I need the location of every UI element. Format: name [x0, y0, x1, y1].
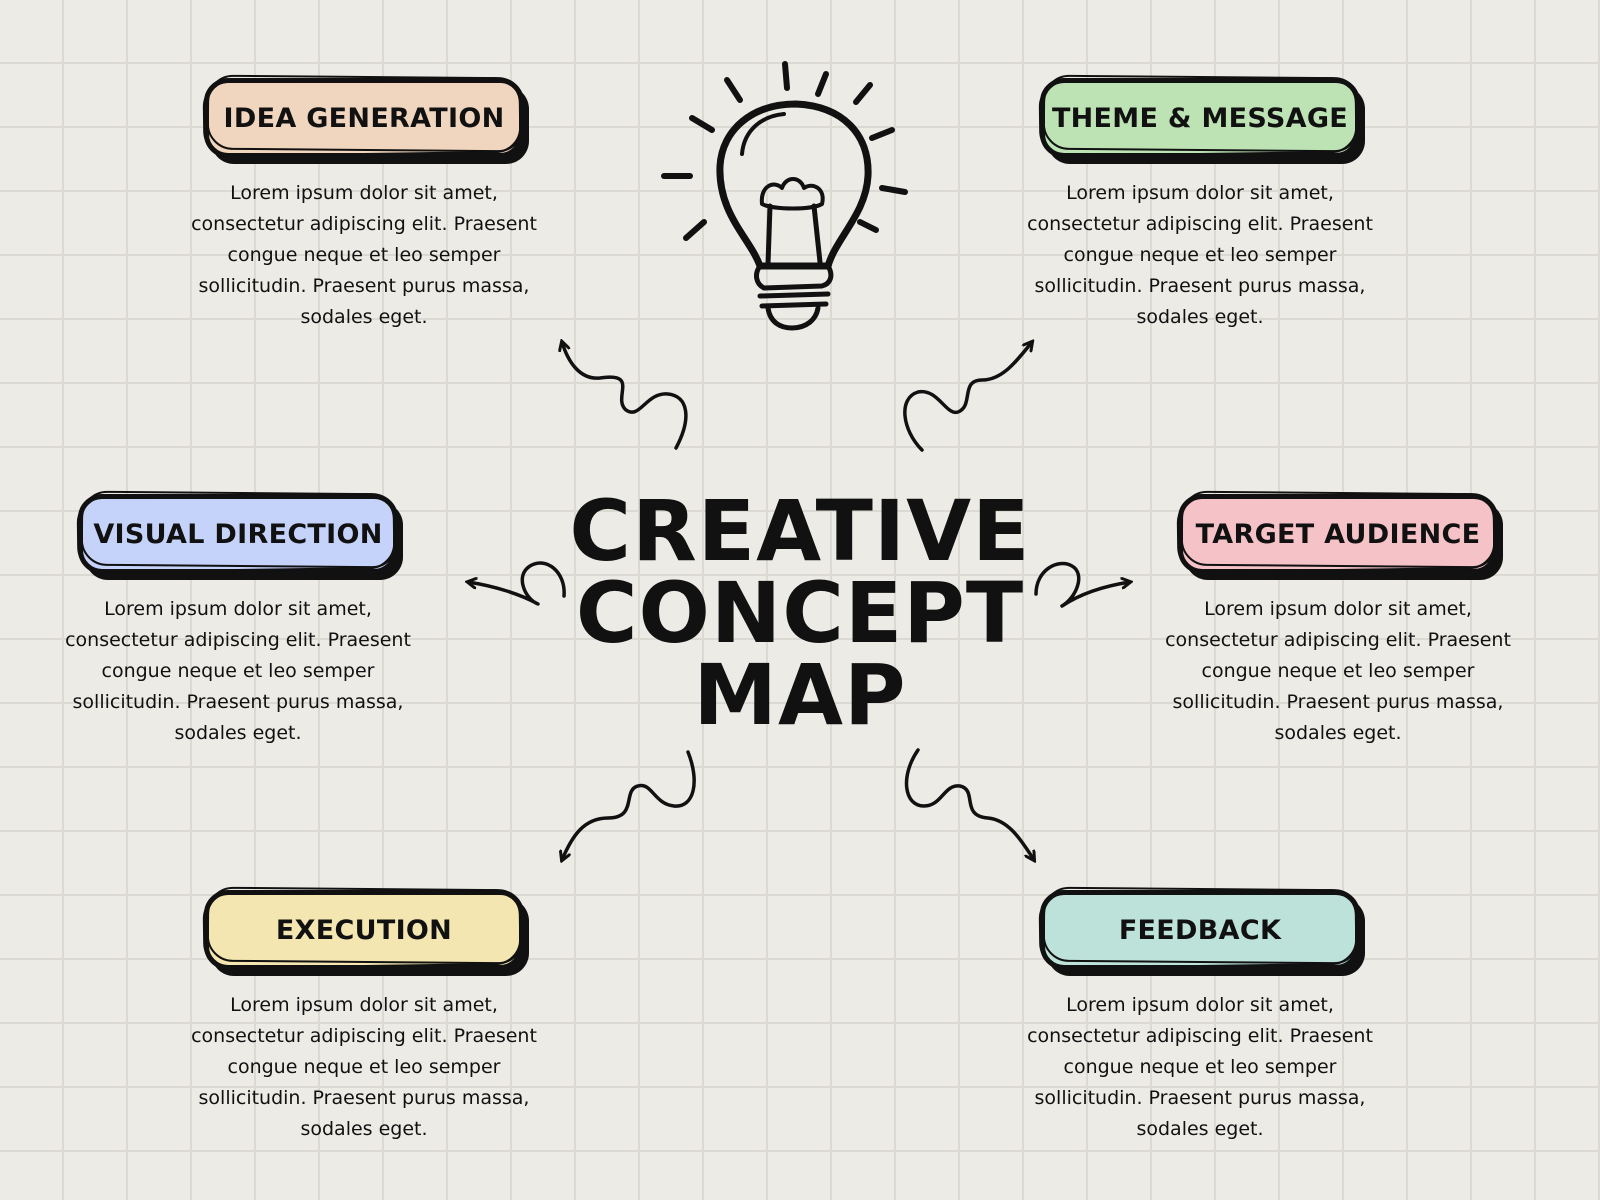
- node-description: Lorem ipsum dolor sit amet, consectetur …: [191, 994, 537, 1140]
- arrow-to-visual-direction: [468, 561, 566, 606]
- node-description: Lorem ipsum dolor sit amet, consectetur …: [1027, 182, 1373, 328]
- node-description: Lorem ipsum dolor sit amet, consectetur …: [65, 598, 411, 744]
- node-label-box: EXECUTION: [183, 890, 545, 970]
- arrow-to-execution: [562, 750, 696, 860]
- lightbulb-icon: [661, 61, 908, 331]
- node-visual-direction: VISUAL DIRECTION Lorem ipsum dolor sit a…: [38, 494, 438, 749]
- node-description: Lorem ipsum dolor sit amet, consectetur …: [191, 182, 537, 328]
- main-title-line: CONCEPT: [575, 564, 1025, 662]
- node-feedback: FEEDBACK Lorem ipsum dolor sit amet, con…: [1000, 890, 1400, 1145]
- node-label-box: FEEDBACK: [1019, 890, 1381, 970]
- main-title-line: MAP: [693, 646, 907, 744]
- arrow-to-target-audience: [1034, 561, 1130, 608]
- main-title-line: CREATIVE: [569, 482, 1031, 580]
- node-title: THEME & MESSAGE: [1051, 102, 1349, 134]
- arrow-to-feedback: [904, 748, 1034, 860]
- node-title: TARGET AUDIENCE: [1195, 518, 1481, 550]
- node-label-box: TARGET AUDIENCE: [1157, 494, 1519, 574]
- node-title: IDEA GENERATION: [223, 102, 505, 134]
- node-target-audience: TARGET AUDIENCE Lorem ipsum dolor sit am…: [1138, 494, 1538, 749]
- node-execution: EXECUTION Lorem ipsum dolor sit amet, co…: [164, 890, 564, 1145]
- node-label-box: IDEA GENERATION: [183, 78, 545, 158]
- node-idea-generation: IDEA GENERATION Lorem ipsum dolor sit am…: [164, 78, 564, 333]
- node-theme-message: THEME & MESSAGE Lorem ipsum dolor sit am…: [1000, 78, 1400, 333]
- node-title: FEEDBACK: [1118, 914, 1282, 946]
- arrow-to-idea-generation: [562, 342, 688, 450]
- arrow-to-theme-message: [903, 342, 1032, 452]
- node-title: VISUAL DIRECTION: [93, 518, 383, 550]
- node-label-box: THEME & MESSAGE: [1019, 78, 1381, 158]
- node-description: Lorem ipsum dolor sit amet, consectetur …: [1165, 598, 1511, 744]
- node-title: EXECUTION: [275, 914, 453, 946]
- main-title: CREATIVE CONCEPT MAP: [560, 482, 1040, 744]
- node-label-box: VISUAL DIRECTION: [57, 494, 419, 574]
- node-description: Lorem ipsum dolor sit amet, consectetur …: [1027, 994, 1373, 1140]
